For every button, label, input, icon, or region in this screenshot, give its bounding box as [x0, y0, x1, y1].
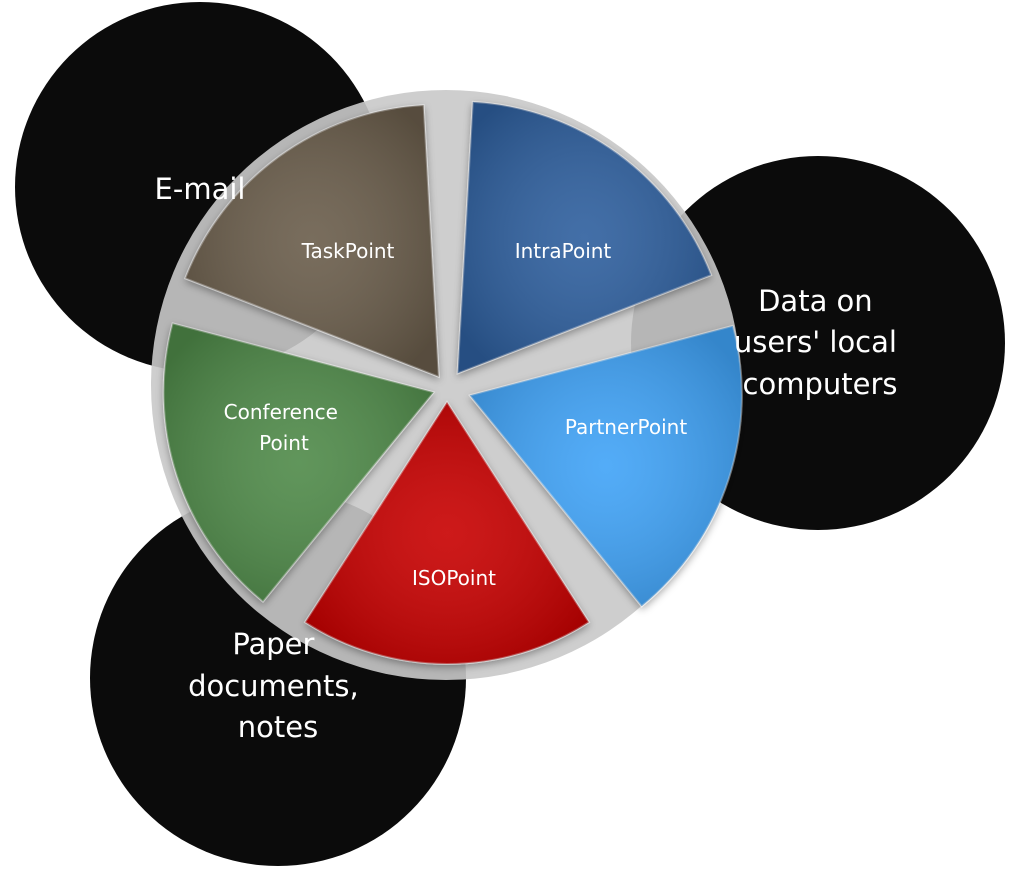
- outer-label-paper: Paper documents, notes: [188, 627, 368, 744]
- segment-intrapoint-shading: [457, 101, 712, 374]
- segment-label-isopoint: ISOPoint: [412, 566, 496, 590]
- segment-isopoint-shading: [305, 402, 589, 664]
- segment-label-conferencepoint: Conference Point: [224, 400, 345, 455]
- segment-conferencepoint-shading: [163, 323, 434, 602]
- diagram-labels: E-mail Data on users' local computers Pa…: [155, 172, 906, 744]
- segment-label-taskpoint: TaskPoint: [301, 239, 395, 263]
- outer-label-email: E-mail: [155, 172, 246, 206]
- pie-segments: [162, 100, 743, 665]
- segment-label-partnerpoint: PartnerPoint: [565, 415, 688, 439]
- outer-label-local-data: Data on users' local computers: [734, 284, 906, 401]
- segment-taskpoint-shading: [185, 105, 439, 377]
- segment-partnerpoint-shading: [469, 325, 742, 607]
- segment-label-intrapoint: IntraPoint: [515, 239, 612, 263]
